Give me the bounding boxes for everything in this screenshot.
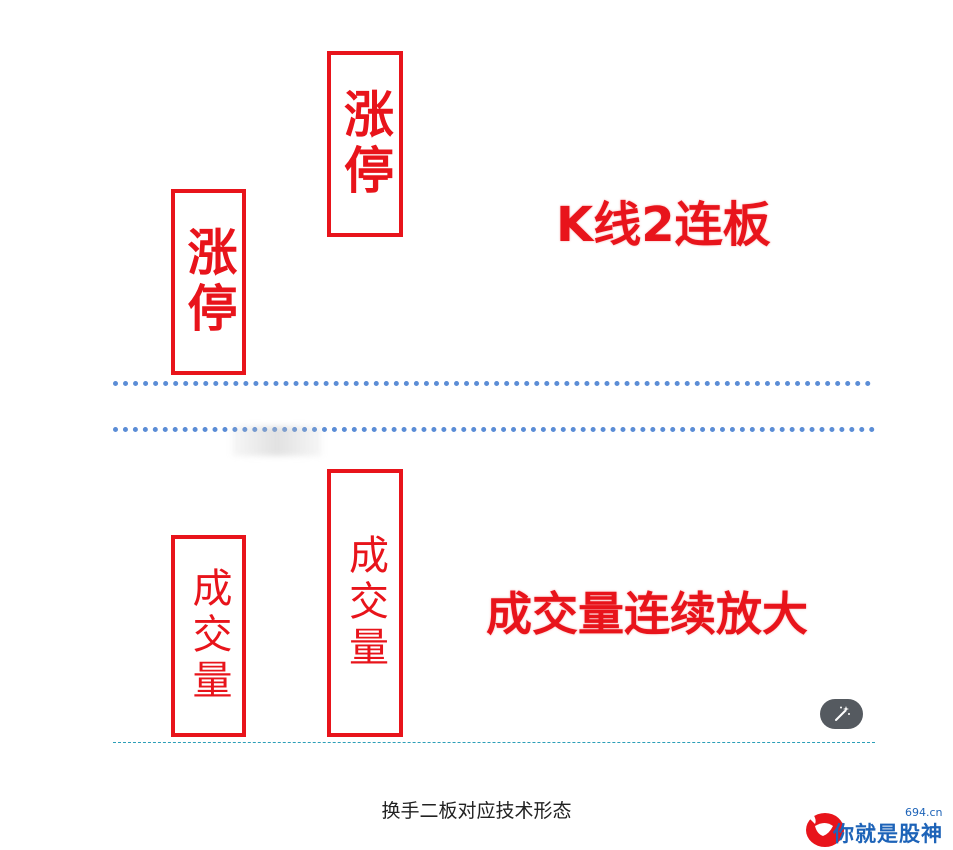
logo-domain: 694.cn	[905, 806, 943, 819]
limit-up-box-left: 涨停	[171, 189, 246, 375]
site-logo: 你就是股神 694.cn	[803, 806, 953, 850]
blurred-watermark	[232, 426, 322, 456]
volume-label: 成交量连续放大	[486, 587, 808, 641]
magic-wand-icon	[834, 706, 850, 721]
limit-up-box-left-text: 涨停	[179, 226, 238, 338]
divider-bottom	[113, 427, 875, 432]
figure-caption: 换手二板对应技术形态	[381, 800, 572, 822]
volume-box-right-text: 成交量	[342, 534, 388, 672]
bull-logo-icon	[806, 812, 844, 847]
baseline	[113, 742, 875, 743]
limit-up-box-right-text: 涨停	[336, 88, 394, 200]
volume-box-right: 成交量	[327, 469, 403, 737]
limit-up-box-right: 涨停	[327, 51, 403, 237]
kline-label: K线2连板	[556, 197, 771, 253]
divider-top	[113, 381, 871, 386]
volume-box-left: 成交量	[171, 535, 246, 737]
logo-text: 你就是股神	[833, 822, 943, 846]
volume-box-left-text: 成交量	[185, 567, 232, 705]
magic-wand-button[interactable]	[820, 699, 863, 729]
